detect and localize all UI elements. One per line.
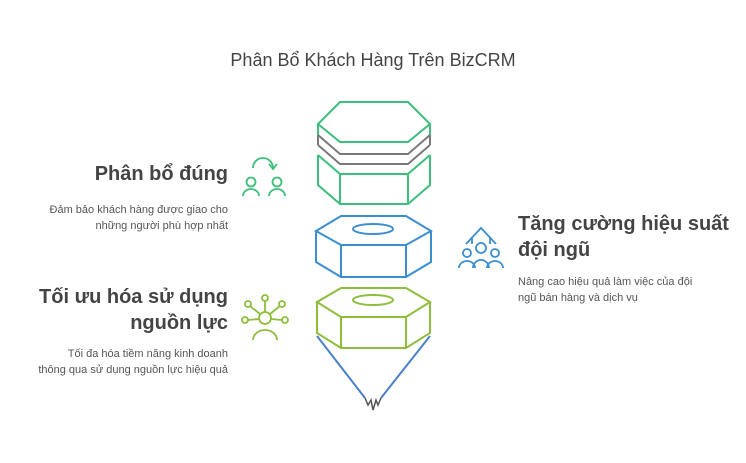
desc-correct-allocation: Đảm bảo khách hàng được giao cho những n… <box>20 202 228 234</box>
team-growth-icon <box>458 226 504 269</box>
green-body-segment <box>317 154 431 205</box>
desc-team-performance: Nâng cao hiệu quả làm việc của đội ngũ b… <box>518 274 738 306</box>
desc-line: Nâng cao hiệu quả làm việc của đội <box>518 276 693 288</box>
blue-nut-segment <box>314 215 433 278</box>
page-title: Phân Bổ Khách Hàng Trên BizCRM <box>230 50 516 70</box>
heading-line: đội ngũ <box>518 239 591 261</box>
heading-line: Tăng cường hiệu suất <box>518 213 729 235</box>
desc-line: Đảm bảo khách hàng được giao cho <box>49 204 228 216</box>
gray-layer-bands <box>317 134 431 165</box>
heading-correct-allocation: Phân bổ đúng <box>94 163 228 185</box>
desc-line: thông qua sử dụng nguồn lực hiệu quả <box>38 364 228 376</box>
green-nut-segment <box>316 101 432 143</box>
heading-line: nguồn lực <box>130 312 228 334</box>
desc-line: Tối đa hóa tiềm năng kinh doanh <box>67 348 228 360</box>
resource-network-icon <box>241 294 289 341</box>
desc-line: ngũ bán hàng và dịch vụ <box>518 292 638 304</box>
people-exchange-icon <box>242 157 286 197</box>
desc-line: những người phù hợp nhất <box>95 220 228 232</box>
heading-resource-optimization: Tối ưu hóa sử dụng nguồn lực <box>20 284 228 336</box>
desc-resource-optimization: Tối đa hóa tiềm năng kinh doanh thông qu… <box>10 346 228 378</box>
olive-nut-segment <box>315 287 432 349</box>
heading-team-performance: Tăng cường hiệu suất đội ngũ <box>518 211 738 263</box>
pencil-tip <box>316 335 431 411</box>
heading-line: Tối ưu hóa sử dụng <box>39 286 228 308</box>
